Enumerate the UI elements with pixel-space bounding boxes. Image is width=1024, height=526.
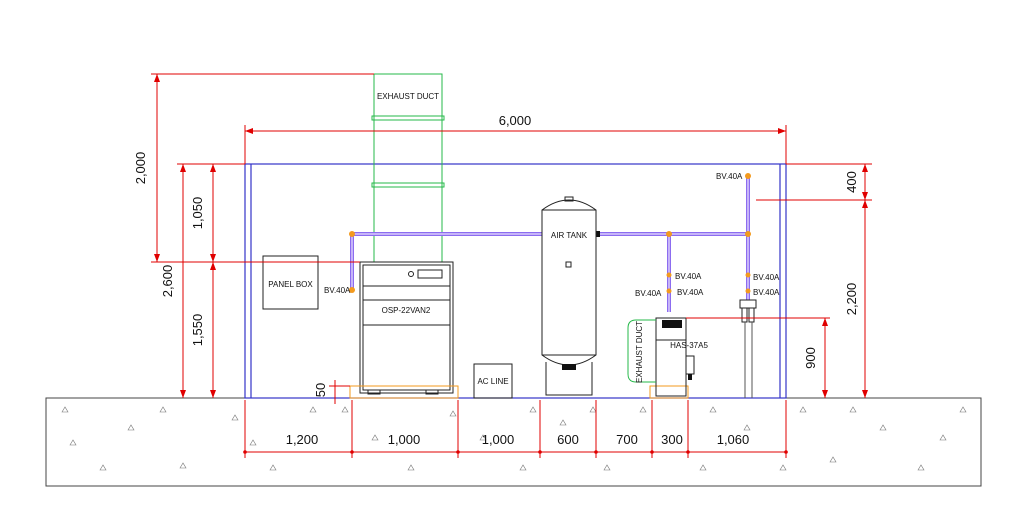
valve-label: BV.40A bbox=[753, 273, 780, 282]
valve-labels: BV.40A BV.40A BV.40A BV.40A BV.40A BV.40… bbox=[324, 172, 780, 298]
hatch-mark bbox=[559, 419, 567, 426]
hatch-mark bbox=[639, 406, 647, 413]
hatch-mark bbox=[249, 439, 257, 446]
hatch-mark bbox=[127, 424, 135, 431]
dimension-lines: 6,000 2,000 2,600 1,050 1,550 50 bbox=[133, 73, 872, 458]
ac-line-box: AC LINE bbox=[473, 363, 513, 399]
exhaust-duct-side: EXHAUST DUCT bbox=[627, 319, 656, 383]
hatch-mark bbox=[779, 464, 787, 471]
dim-dryer-height: 900 bbox=[803, 347, 818, 369]
hatch-mark bbox=[939, 434, 947, 441]
dim-pad-height: 50 bbox=[313, 383, 328, 397]
dim-bottom-3: 1,000 bbox=[482, 432, 515, 447]
hatch-mark bbox=[709, 406, 717, 413]
bottom-dimension-ticks bbox=[243, 400, 788, 458]
dryer-label: HAS-37A5 bbox=[670, 341, 708, 350]
dimension-dot bbox=[243, 450, 247, 454]
hatch-mark bbox=[799, 406, 807, 413]
dimension-dot bbox=[538, 450, 542, 454]
hatch-mark bbox=[231, 414, 239, 421]
compressor-unit: OSP-22VAN2 bbox=[359, 261, 454, 395]
panel-box-label: PANEL BOX bbox=[268, 280, 313, 289]
dim-room-height: 2,600 bbox=[160, 265, 175, 298]
exhaust-duct-side-label: EXHAUST DUCT bbox=[635, 321, 644, 383]
floor-slab bbox=[45, 397, 982, 487]
filter-unit bbox=[739, 299, 757, 398]
hatch-mark bbox=[529, 406, 537, 413]
hatch-mark bbox=[449, 410, 457, 417]
dim-bottom-1: 1,200 bbox=[286, 432, 319, 447]
air-tank-label: AIR TANK bbox=[551, 231, 588, 240]
hatch-mark bbox=[699, 464, 707, 471]
hatch-mark bbox=[61, 406, 69, 413]
panel-box: PANEL BOX bbox=[262, 255, 319, 310]
air-tank: AIR TANK bbox=[541, 196, 597, 396]
exhaust-duct-label: EXHAUST DUCT bbox=[377, 92, 439, 101]
valve-label: BV.40A bbox=[716, 172, 743, 181]
valve-label: BV.40A bbox=[324, 286, 351, 295]
compressor-label: OSP-22VAN2 bbox=[382, 306, 431, 315]
valve-label: BV.40A bbox=[677, 288, 704, 297]
piping bbox=[349, 173, 751, 312]
hatch-mark bbox=[407, 464, 415, 471]
ac-line-label: AC LINE bbox=[477, 377, 508, 386]
dimension-dot bbox=[594, 450, 598, 454]
hatch-mark bbox=[341, 406, 349, 413]
room-outline bbox=[244, 163, 787, 399]
dimension-dot bbox=[650, 450, 654, 454]
hatch-mark bbox=[519, 464, 527, 471]
dim-duct-height: 2,000 bbox=[133, 152, 148, 185]
valve-label: BV.40A bbox=[675, 272, 702, 281]
hatch-mark bbox=[917, 464, 925, 471]
hatch-mark bbox=[269, 464, 277, 471]
hatch-mark bbox=[479, 434, 487, 441]
dim-bottom-5: 700 bbox=[616, 432, 638, 447]
hatch-mark bbox=[879, 424, 887, 431]
dim-lower-height: 1,550 bbox=[190, 314, 205, 347]
valve-label: BV.40A bbox=[753, 288, 780, 297]
dim-overall-width: 6,000 bbox=[499, 113, 532, 128]
dryer-unit: HAS-37A5 bbox=[655, 317, 708, 397]
floor-hatching bbox=[61, 406, 967, 471]
dim-bottom-6: 300 bbox=[661, 432, 683, 447]
hatch-mark bbox=[589, 406, 597, 413]
dim-bottom-4: 600 bbox=[557, 432, 579, 447]
hatch-mark bbox=[743, 424, 751, 431]
dimension-dot bbox=[350, 450, 354, 454]
hatch-mark bbox=[959, 406, 967, 413]
hatch-mark bbox=[69, 439, 77, 446]
dimension-dot bbox=[686, 450, 690, 454]
dimension-dot bbox=[456, 450, 460, 454]
hatch-mark bbox=[849, 406, 857, 413]
hatch-mark bbox=[159, 406, 167, 413]
hatch-mark bbox=[309, 406, 317, 413]
base-pads bbox=[349, 385, 689, 399]
dim-bottom-7: 1,060 bbox=[717, 432, 750, 447]
valve-label: BV.40A bbox=[635, 289, 662, 298]
hatch-mark bbox=[179, 462, 187, 469]
dim-bottom-2: 1,000 bbox=[388, 432, 421, 447]
hatch-mark bbox=[371, 434, 379, 441]
dim-upper-height: 1,050 bbox=[190, 197, 205, 230]
hatch-mark bbox=[603, 464, 611, 471]
hatch-mark bbox=[829, 456, 837, 463]
dimension-dot bbox=[784, 450, 788, 454]
dim-right-top: 400 bbox=[844, 171, 859, 193]
hatch-mark bbox=[99, 464, 107, 471]
dim-right-total: 2,200 bbox=[844, 283, 859, 316]
